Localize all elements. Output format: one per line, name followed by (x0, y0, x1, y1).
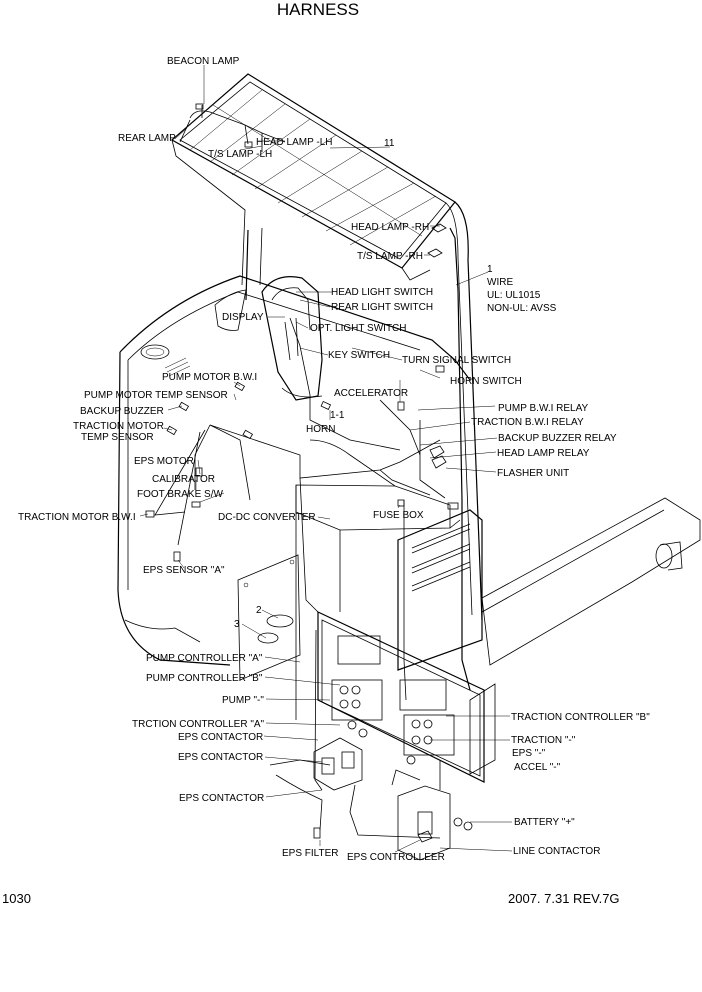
connector-markers (145, 103, 459, 843)
label-display: DISPLAY (222, 312, 264, 323)
label-traction-controller-b: TRACTION CONTROLLER "B" (511, 712, 650, 723)
label-traction-bwi-relay: TRACTION B.W.I RELAY (471, 417, 584, 428)
label-item-2: 2 (256, 605, 262, 616)
label-battery-plus: BATTERY "+" (514, 817, 575, 828)
label-wire-ul: UL: UL1015 (487, 290, 541, 301)
label-dc-dc-converter: DC-DC CONVERTER (218, 512, 316, 523)
label-turn-signal-switch: TURN SIGNAL SWITCH (402, 355, 511, 366)
label-rear-lamp: REAR LAMP (118, 133, 176, 144)
label-eps-filter: EPS FILTER (282, 848, 339, 859)
label-wire-nonul: NON-UL: AVSS (487, 303, 557, 314)
label-pump-motor-bwi: PUMP MOTOR B.W.I (162, 372, 257, 383)
label-pump-controller-b: PUMP CONTROLLER "B" (146, 673, 263, 684)
label-horn: HORN (306, 424, 335, 435)
label-accel-minus: ACCEL "-" (514, 762, 561, 773)
forks (469, 497, 701, 775)
wiring-harness (154, 105, 471, 839)
page-number: 1030 (2, 891, 31, 906)
label-pump-minus: PUMP "-" (222, 695, 264, 706)
label-calibrator: CALIBRATOR (152, 474, 215, 485)
label-line-contactor: LINE CONTACTOR (513, 846, 600, 857)
label-temp-sensor: TEMP SENSOR (81, 432, 154, 443)
leader-lines (139, 65, 513, 853)
label-eps-minus: EPS "-" (512, 748, 546, 759)
label-ts-lamp-rh: T/S LAMP -RH (357, 251, 423, 262)
label-beacon-lamp: BEACON LAMP (167, 56, 240, 67)
truck-body (117, 275, 701, 775)
label-item-3: 3 (234, 619, 240, 630)
label-item-1-1: 1-1 (330, 410, 345, 421)
label-pump-bwi-relay: PUMP B.W.I RELAY (498, 403, 589, 414)
label-rear-light-switch: REAR LIGHT SWITCH (331, 302, 433, 313)
label-head-lamp-lh: HEAD LAMP -LH (256, 137, 333, 148)
label-traction-motor-bwi: TRACTION MOTOR B.W.I (18, 512, 136, 523)
label-eps-contactor-1: EPS CONTACTOR (178, 732, 263, 743)
label-wire: WIRE (487, 277, 513, 288)
label-traction-minus: TRACTION "-" (511, 735, 576, 746)
label-head-light-switch: HEAD LIGHT SWITCH (331, 287, 433, 298)
label-opt-light-switch: OPT. LIGHT SWITCH (310, 323, 407, 334)
callout-labels: BEACON LAMP REAR LAMP HEAD LAMP -LH T/S … (18, 56, 650, 863)
label-backup-buzzer-relay: BACKUP BUZZER RELAY (498, 433, 617, 444)
label-pump-motor-temp-sensor: PUMP MOTOR TEMP SENSOR (84, 390, 228, 401)
label-item-11: 11 (384, 138, 395, 149)
controller-panel (313, 611, 485, 861)
label-foot-brake-sw: FOOT BRAKE S/W (137, 489, 223, 500)
label-traction-motor: TRACTION MOTOR (73, 421, 164, 432)
label-accelerator: ACCELERATOR (334, 388, 408, 399)
page-title: HARNESS (277, 0, 359, 19)
revision-date: 2007. 7.31 REV.7G (508, 891, 620, 906)
label-eps-sensor-a: EPS SENSOR "A" (143, 565, 225, 576)
label-head-lamp-relay: HEAD LAMP RELAY (497, 448, 590, 459)
label-traction-controller-a: TRCTION CONTROLLER "A" (132, 719, 265, 730)
label-horn-switch: HORN SWITCH (450, 376, 522, 387)
label-eps-motor: EPS MOTOR (134, 456, 194, 467)
label-ts-lamp-lh: T/S LAMP -LH (208, 149, 272, 160)
vent-slots (411, 523, 471, 592)
overhead-guard (170, 73, 483, 621)
label-eps-contactor-2: EPS CONTACTOR (178, 752, 263, 763)
label-flasher-unit: FLASHER UNIT (497, 468, 569, 479)
label-fuse-box: FUSE BOX (373, 510, 424, 521)
label-pump-controller-a: PUMP CONTROLLER "A" (146, 653, 263, 664)
label-eps-contactor-3: EPS CONTACTOR (179, 793, 264, 804)
label-item-1: 1 (487, 264, 493, 275)
label-head-lamp-rh: HEAD LAMP -RH (351, 222, 429, 233)
label-backup-buzzer: BACKUP BUZZER (80, 406, 164, 417)
label-eps-controlleer: EPS CONTROLLEER (347, 852, 445, 863)
label-key-switch: KEY SWITCH (328, 350, 390, 361)
